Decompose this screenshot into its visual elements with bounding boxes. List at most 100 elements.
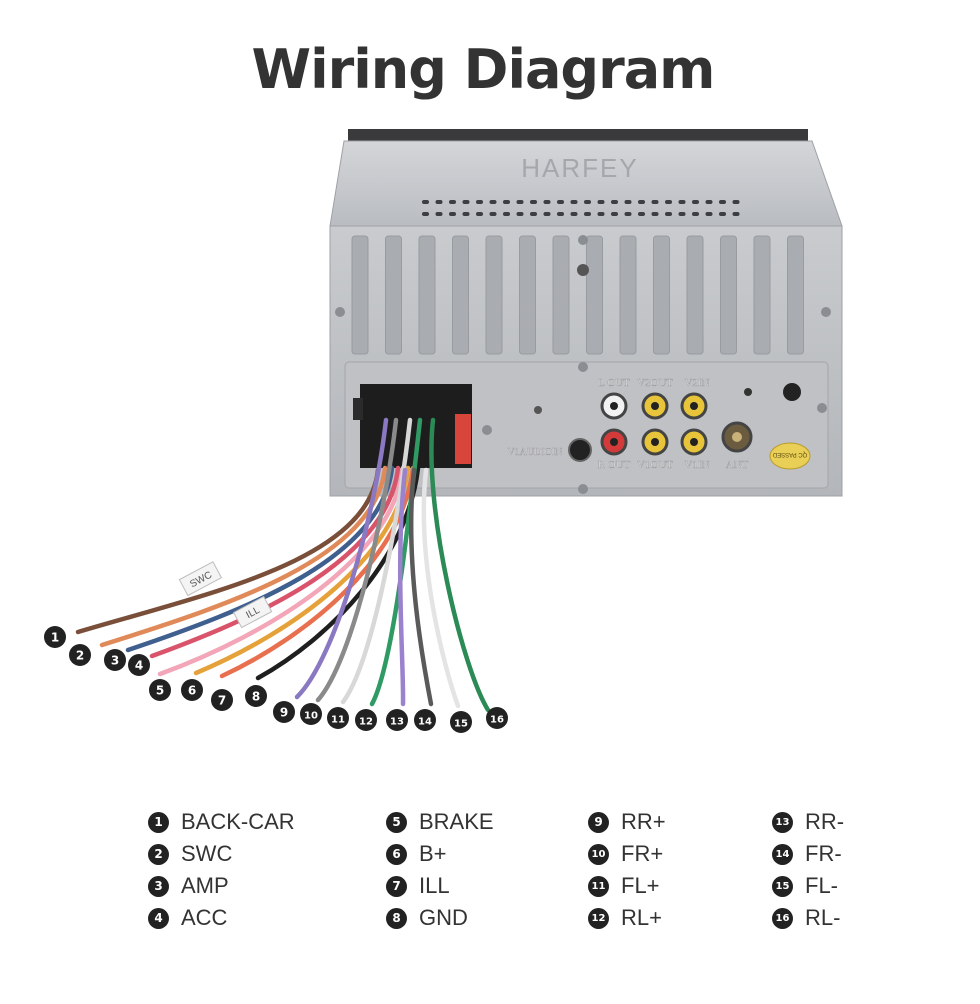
vent-holes [422,200,740,216]
screw-icon [817,403,827,413]
vent-hole [719,212,726,216]
vent-hole [435,212,443,216]
wire-badge-1: 1 [44,626,66,648]
wire-7 [219,465,416,679]
badge-circle [273,701,295,723]
heatsink-fin [653,235,670,355]
port-label: R OUT [598,459,631,471]
vent-hole [570,200,578,204]
vent-hole [638,200,645,204]
vent-hole [584,212,591,216]
legend-label: GND [419,905,468,930]
port-label: ANT [726,459,749,471]
legend-label: AMP [181,873,229,898]
vent-hole [597,200,605,204]
wire-5 [157,465,406,677]
legend-label: ILL [419,873,450,898]
heatsink-fin [519,235,536,355]
badge-number: 16 [490,715,504,726]
badge-number: 7 [218,694,226,708]
badge-number: 6 [188,684,196,698]
legend-label: BRAKE [419,809,494,834]
wire-14 [408,467,434,707]
unit-top-edge [348,129,808,141]
port-label: V1OUT [637,459,673,471]
vent-hole [705,200,713,204]
vent-hole [651,200,659,204]
wire-badge-5: 5 [149,679,171,701]
wire-badge-4: 4 [128,654,150,676]
wire-badge-7: 7 [211,689,233,711]
wire-badge-8: 8 [245,685,267,707]
vent-hole [624,212,632,216]
legend-badge: 15 [772,875,793,897]
legend-badge: 9 [588,811,609,833]
vent-hole [489,212,497,216]
port-label: V1AUDIOIN [508,447,563,458]
legend-label: RL+ [621,905,662,930]
vent-hole [449,200,456,204]
vent-hole [476,212,483,216]
vent-hole [638,212,645,216]
wire-15 [421,467,461,709]
vent-hole [678,200,686,204]
legend-label: SWC [181,841,233,866]
screw-icon [335,307,345,317]
vent-hole [422,200,429,204]
badge-number: 11 [331,715,345,726]
badge-circle [450,711,472,733]
harness-fuse [455,414,471,464]
heatsink-fin [720,235,737,355]
badge-circle [149,679,171,701]
mount-hole [577,264,589,276]
badge-number: 4 [135,659,143,673]
badge-number: 9 [280,706,288,720]
port-label: L OUT [598,377,630,389]
vent-hole [597,212,605,216]
badge-circle [327,707,349,729]
badge-circle [104,649,126,671]
vent-hole [732,212,740,216]
badge-circle [300,703,322,725]
vent-hole [705,212,713,216]
legend-badge: 6 [386,843,407,865]
badge-number: 1 [51,631,59,645]
vent-hole [462,212,470,216]
legend-badge: 3 [148,875,169,897]
port-label: V1IN [684,459,709,471]
vent-hole [651,212,659,216]
legend-badge: 13 [772,811,793,833]
wire-badge-3: 3 [104,649,126,671]
rca-jack-r-out [600,428,628,456]
legend-label: RR- [805,809,845,834]
badge-circle [69,644,91,666]
vent-hole [516,212,524,216]
heatsink-fin [418,235,436,355]
mount-hole [783,383,801,401]
wire-badge-2: 2 [69,644,91,666]
screw-icon [578,484,588,494]
vent-hole [543,200,551,204]
wire-badge-6: 6 [181,679,203,701]
vent-hole [719,200,726,204]
legend-badge: 1 [148,811,169,833]
legend-item-13: 13 RR- [772,806,844,838]
vent-hole [489,200,497,204]
heatsink-fin [452,235,469,355]
rca-jack-v2in [680,392,708,420]
legend-badge: 10 [588,843,609,865]
page-title: Wiring Diagram [251,38,716,101]
wire-tag-ill: ILL [232,595,273,629]
wire-10 [315,417,399,703]
